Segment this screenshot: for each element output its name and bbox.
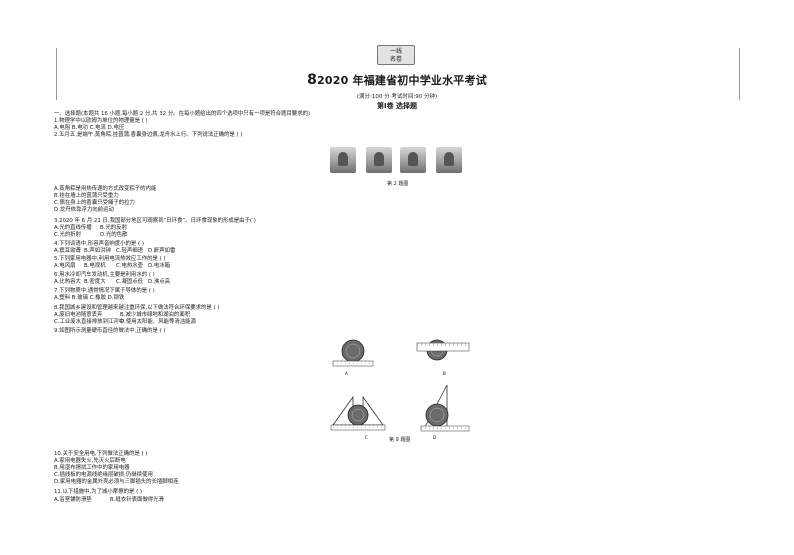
q4-stem: 4.下列词语中,形容声音响度小的是 ( ) [54, 241, 144, 247]
q11-option-b: B.缝衣针表面做得光滑 [110, 497, 164, 503]
q6-stem: 6.用水冷却汽车发动机,主要是利用水的 ( ) [54, 272, 155, 278]
q3-stem: 3.2020 年 6 月 21 日,我国部分地区可观察到“日环食”。日环食现象的… [54, 218, 256, 224]
q10-stem: 10.关于安全用电,下列做法正确的是 ( ) [54, 451, 148, 457]
left-margin-rule [56, 48, 57, 100]
q5-option-b: B.电视机 [84, 263, 106, 269]
q2-option-a: A.蒸角粽是用热传递的方式改变粽子的内能 [54, 186, 157, 192]
title-text: 2020 年福建省初中学业水平考试 [317, 74, 487, 87]
q9-label-d: D [433, 435, 436, 440]
q8-option-d: D.使用太阳能、风能等清洁能源 [120, 319, 196, 325]
title-number: 8 [307, 72, 318, 88]
q10-option-a: A.家用电器失火,先灭火后断电 [54, 458, 126, 464]
q6-option-b: B.密度大 [84, 279, 106, 285]
q7-options: A.塑料 B.玻璃 C.橡胶 D.钢铁 [54, 295, 125, 301]
q4-option-c: C.轻声细语 [116, 248, 144, 254]
q9-label-a: A [345, 371, 348, 376]
exam-title: 82020 年福建省初中学业水平考试 [0, 72, 794, 88]
q6-option-d: D.沸点高 [148, 279, 171, 285]
q8-option-b: B.减少城市绿地和湖泊的面积 [120, 312, 191, 318]
exam-meta: (满分:100 分 考试时间:90 分钟) [356, 94, 438, 100]
q5-option-c: C.电热水壶 [116, 263, 144, 269]
q4-option-a: A.震耳欲聋 [54, 248, 81, 254]
q8-option-c: C.工业废水直接排放到江河中 [54, 319, 125, 325]
q6-option-c: C.凝固点低 [116, 279, 144, 285]
q2-image-3 [400, 147, 426, 173]
q9-option-b-figure: B [416, 339, 470, 376]
q2-option-c: C.佩在身上的香囊只受绳子的拉力 [54, 200, 135, 206]
q9-figure-caption: 第 9 题图 [389, 437, 411, 443]
q11-option-a: A.浴室铺防滑垫 [54, 497, 92, 503]
q3-option-d: D.光的色散 [100, 232, 128, 238]
q9-label-c: C [365, 435, 368, 440]
q9-figure: A B C D [330, 339, 470, 440]
q7-stem: 7.下列物质中,通常情况下属于导体的是 ( ) [54, 288, 155, 294]
q9-stem: 9.如图所示测量硬币直径的做法中,正确的是 ( ) [54, 328, 166, 334]
q9-option-a-figure: A [332, 339, 374, 376]
q10-option-c: C.插线板的电源线绝缘层破损,仍继续使用 [54, 472, 153, 478]
q4-option-d: D.鼾声如雷 [148, 248, 176, 254]
right-margin-rule [739, 48, 740, 100]
q10-option-d: D.家用电器的金属外壳必须与三脚插头的长插脚相连 [54, 479, 179, 485]
q3-option-b: B.光的反射 [100, 225, 127, 231]
q6-option-a: A.比热容大 [54, 279, 81, 285]
q5-option-d: D.电冰箱 [148, 263, 171, 269]
series-stamp: 一线 名卷 [377, 45, 415, 65]
q3-option-a: A.光的直线传播 [54, 225, 92, 231]
q5-option-a: A.电风扇 [54, 263, 76, 269]
q8-option-a: A.废旧电池随意丢弃 [54, 312, 103, 318]
q3-option-c: C.光的折射 [54, 232, 82, 238]
q9-label-b: B [443, 371, 446, 376]
q9-option-c-figure: C [330, 395, 386, 440]
q5-stem: 5.下列家用电器中,利用电流热效应工作的是 ( ) [54, 256, 166, 262]
q4-option-b: B.声如洪钟 [84, 248, 111, 254]
section-instruction: 一、选择题(本题共 16 小题,每小题 2 分,共 32 分。在每小题给出的四个… [54, 111, 311, 117]
q2-image-2 [366, 147, 392, 173]
q10-option-b: B.用湿布擦拭工作中的家用电器 [54, 465, 130, 471]
stamp-line-2: 名卷 [389, 56, 402, 63]
stamp-line-1: 一线 [389, 48, 402, 55]
q1-stem: 1.物理学中以欧姆为单位的物理量是 ( ) [54, 118, 148, 124]
q2-stem: 2.五月五,是端午,蒸角粽,挂菖蒲,香囊身边佩,龙舟水上行。下列说法正确的是 (… [54, 132, 243, 138]
q2-option-b: B.挂在墙上的菖蒲只受重力 [54, 193, 119, 199]
q2-figure-caption: 第 2 题图 [387, 181, 409, 187]
q2-image-1 [330, 147, 356, 173]
q2-image-4 [436, 147, 462, 173]
q2-option-d: D.龙舟依靠浮力向前运动 [54, 207, 114, 213]
q1-options: A.电阻 B.电功 C.电流 D.电压 [54, 125, 125, 131]
q11-stem: 11.以下措施中,为了减小摩擦的是 ( ) [54, 489, 142, 495]
q9-option-d-figure: D [420, 384, 470, 440]
q8-stem: 8.我国城乡建设和管理越来越注重环保,以下做法符合环保要求的是 ( ) [54, 305, 220, 311]
part-heading: 第Ⅰ卷 选择题 [376, 102, 418, 110]
